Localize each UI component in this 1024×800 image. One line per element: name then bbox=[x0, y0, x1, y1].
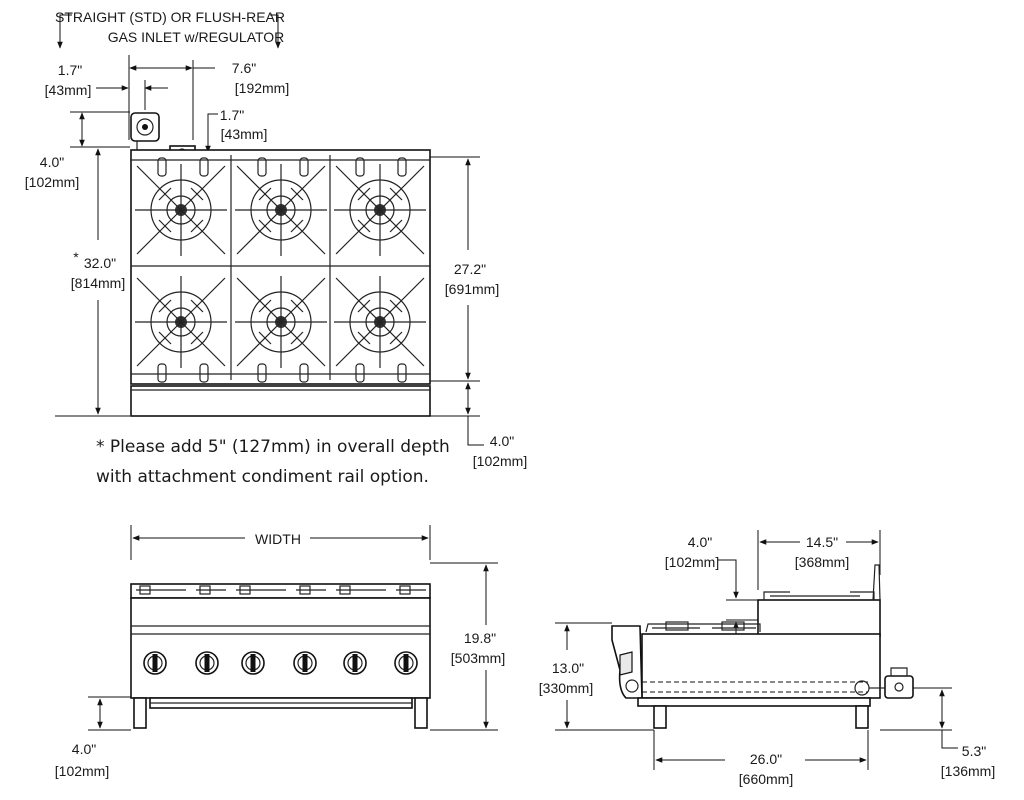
dim-step-in: 4.0" bbox=[688, 534, 712, 550]
note-line-2: with attachment condiment rail option. bbox=[96, 467, 429, 487]
dim-overall-in: 32.0" bbox=[84, 255, 116, 271]
burner-icon bbox=[134, 275, 228, 369]
leg bbox=[414, 697, 428, 729]
burner-icon bbox=[333, 163, 427, 257]
control-knob-icon bbox=[394, 651, 418, 675]
dim-step-mm: [102mm] bbox=[665, 554, 719, 570]
dim-front-height-in: 19.8" bbox=[464, 630, 496, 646]
dim-leg-in: 4.0" bbox=[72, 741, 96, 757]
dim-inlet-span-mm: [192mm] bbox=[235, 80, 289, 96]
note-line-1: * Please add 5" (127mm) in overall depth bbox=[96, 437, 450, 457]
dim-rear-shelf-in: 14.5" bbox=[806, 534, 838, 550]
gas-inlet-label: STRAIGHT (STD) OR FLUSH-REAR bbox=[55, 9, 285, 25]
dim-overall-asterisk: * bbox=[73, 249, 79, 265]
dim-inlet-offset-mm: [43mm] bbox=[45, 82, 92, 98]
dim-inlet-rear-mm: [43mm] bbox=[221, 126, 268, 142]
dim-rear-shelf-mm: [368mm] bbox=[795, 554, 849, 570]
dim-inlet-height-mm: [136mm] bbox=[941, 763, 995, 779]
dim-inlet-span-in: 7.6" bbox=[232, 60, 256, 76]
side-view: 4.0" [102mm] 14.5" [368mm] bbox=[539, 530, 995, 787]
dim-overall-mm: [814mm] bbox=[71, 275, 125, 291]
control-knob-icon bbox=[143, 651, 167, 675]
width-label: WIDTH bbox=[255, 531, 301, 547]
dim-regulator-in: 4.0" bbox=[40, 154, 64, 170]
burner-icon bbox=[234, 163, 328, 257]
top-view: STRAIGHT (STD) OR FLUSH-REAR GAS INLET w… bbox=[25, 9, 527, 469]
leg bbox=[855, 705, 869, 729]
control-knob-icon bbox=[241, 651, 265, 675]
control-knob-icon bbox=[343, 651, 367, 675]
burner-icon bbox=[333, 275, 427, 369]
dim-leg-mm: [102mm] bbox=[55, 763, 109, 779]
dim-grate-mm: [691mm] bbox=[445, 281, 499, 297]
front-panel bbox=[130, 385, 431, 417]
dim-inlet-offset-in: 1.7" bbox=[58, 62, 82, 78]
dim-side-height-mm: [330mm] bbox=[539, 680, 593, 696]
burner-icon bbox=[134, 163, 228, 257]
dim-inlet-height-in: 5.3" bbox=[962, 743, 986, 759]
leg bbox=[653, 705, 667, 729]
dim-side-depth-in: 26.0" bbox=[750, 751, 782, 767]
dim-front-height-mm: [503mm] bbox=[451, 650, 505, 666]
front-view: WIDTH 19.8" [503mm] bbox=[55, 525, 505, 779]
gas-inlet-regulator bbox=[884, 675, 914, 699]
leg bbox=[133, 697, 147, 729]
gas-inlet-label-2: GAS INLET w/REGULATOR bbox=[108, 29, 285, 45]
dim-front-mm: [102mm] bbox=[473, 453, 527, 469]
burner-icon bbox=[234, 275, 328, 369]
dim-side-depth-mm: [660mm] bbox=[739, 771, 793, 787]
dim-grate-in: 27.2" bbox=[454, 261, 486, 277]
control-knob-icon bbox=[293, 651, 317, 675]
range-body bbox=[130, 597, 431, 699]
dim-regulator-mm: [102mm] bbox=[25, 174, 79, 190]
control-knob-icon bbox=[195, 651, 219, 675]
dim-inlet-rear-in: 1.7" bbox=[220, 107, 244, 123]
dim-front-in: 4.0" bbox=[490, 433, 514, 449]
dim-side-height-in: 13.0" bbox=[552, 660, 584, 676]
side-body bbox=[641, 633, 881, 699]
